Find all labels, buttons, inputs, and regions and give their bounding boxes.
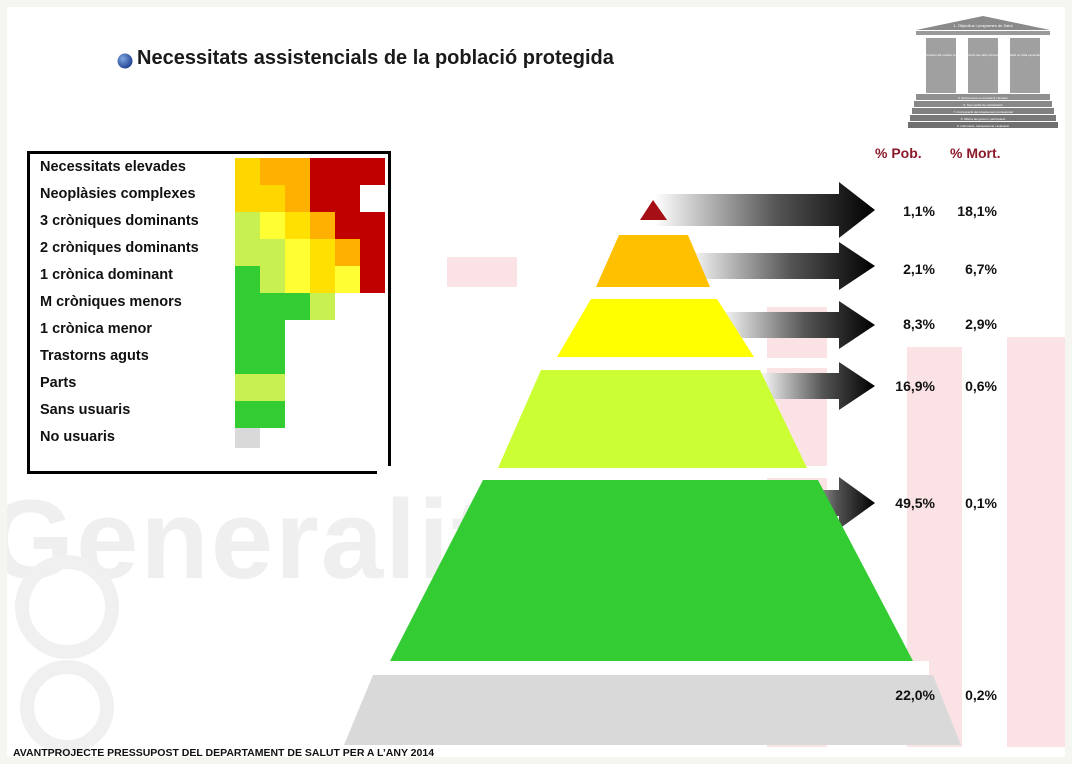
legend-grid-cell <box>235 293 260 320</box>
pob-value: 1,1% <box>903 203 935 219</box>
legend-grid-cell <box>235 428 260 448</box>
legend-grid-cell <box>310 158 335 185</box>
legend-grid-cell <box>235 374 260 401</box>
mort-value: 6,7% <box>965 261 997 277</box>
pillar-step-2: 6. Nou model de contractació <box>963 103 1002 107</box>
mort-value: 0,6% <box>965 378 997 394</box>
legend-grid-cell <box>235 158 260 185</box>
legend-grid-cell <box>310 293 335 320</box>
legend-label: No usuaris <box>40 429 115 445</box>
pyramid-tier-6 <box>344 675 961 745</box>
pillar-step-5: 9. Informació, transparència i avaluació <box>957 124 1010 128</box>
pyramid-tier-1 <box>640 200 667 220</box>
legend-box: Necessitats elevades Neoplàsies complexe… <box>27 151 391 474</box>
legend-grid-cell <box>360 158 385 185</box>
legend-grid-cell <box>285 239 310 266</box>
mort-value: 0,2% <box>965 687 997 703</box>
legend-grid-cell <box>260 158 285 185</box>
pillar-label-2: 3. Resolució des dels primers nivells <box>959 53 1008 57</box>
legend-grid-cell <box>260 266 285 293</box>
legend-grid-cell <box>285 185 310 212</box>
pillar-step-1: 5. Enfocament en el pacient i families <box>958 96 1008 100</box>
legend-grid-cell <box>335 185 360 212</box>
col-header-pob: % Pob. <box>875 145 922 161</box>
arrow-tier-2 <box>687 242 875 290</box>
legend-grid-cell <box>310 239 335 266</box>
legend-grid-cell <box>335 158 360 185</box>
globe-bullet-icon <box>117 53 133 69</box>
pob-value: 2,1% <box>903 261 935 277</box>
pillars-diagram-icon: 1. Objectius i programes de Salut 2. Ori… <box>904 12 1062 130</box>
slide: Generalitat Necessitats assistencials de… <box>7 7 1065 757</box>
pyramid-diagram <box>344 182 961 745</box>
legend-label: M cròniques menors <box>40 294 182 310</box>
col-header-mort: % Mort. <box>950 145 1001 161</box>
legend-grid-cell <box>260 401 285 428</box>
pob-value: 16,9% <box>895 378 935 394</box>
legend-grid-cell <box>260 185 285 212</box>
legend-grid-cell <box>260 293 285 320</box>
pillar-label-1: 2. Orientació als models crònics <box>920 53 963 57</box>
legend-label: Trastorns aguts <box>40 348 149 364</box>
legend-grid-cell <box>260 239 285 266</box>
legend-label: 3 cròniques dominants <box>40 213 199 229</box>
arrow-tier-3 <box>719 301 875 349</box>
legend-grid-cell <box>335 239 360 266</box>
pob-value: 49,5% <box>895 495 935 511</box>
legend-grid-cell <box>335 266 360 293</box>
mort-value: 0,1% <box>965 495 997 511</box>
pyramid-tier-5 <box>390 480 913 661</box>
pyramid-tier-2 <box>596 235 710 287</box>
legend-grid-cell <box>235 347 260 374</box>
legend-grid-cell <box>260 320 285 347</box>
legend-grid-cell <box>310 212 335 239</box>
legend-grid-cell <box>260 212 285 239</box>
legend-grid-cell <box>285 158 310 185</box>
arrow-tier-4 <box>759 362 875 410</box>
pyramid-tier-4 <box>498 370 807 468</box>
slide-title: Necessitats assistencials de la població… <box>137 47 614 69</box>
legend-grid-cell <box>235 239 260 266</box>
legend-grid-cell <box>285 293 310 320</box>
legend-label: 1 crònica dominant <box>40 267 173 283</box>
legend-grid-cell <box>235 212 260 239</box>
legend-grid-cell <box>310 185 335 212</box>
mort-value: 2,9% <box>965 316 997 332</box>
legend-grid-cell <box>335 212 360 239</box>
legend-label: Sans usuaris <box>40 402 131 418</box>
pob-value: 8,3% <box>903 316 935 332</box>
legend-label: 1 crònica menor <box>40 321 153 337</box>
legend-grid-cell <box>285 266 310 293</box>
pillar-label-3: 4. Qualitat en l'alta especialització <box>1002 53 1047 57</box>
legend-grid-cell <box>360 239 385 266</box>
legend-grid-cell <box>235 185 260 212</box>
pillar-step-3: 7. Incorporació del coneixement professi… <box>953 110 1013 114</box>
legend-grid-cell <box>235 401 260 428</box>
legend-label: Necessitats elevades <box>40 159 186 175</box>
legend-grid-cell <box>360 266 385 293</box>
legend-label: 2 cròniques dominants <box>40 240 199 256</box>
legend-grid-cell <box>285 212 310 239</box>
legend-label: Parts <box>40 375 77 391</box>
legend-grid-cell <box>260 374 285 401</box>
legend-grid-cell <box>360 212 385 239</box>
mort-value: 18,1% <box>957 203 997 219</box>
pillars-roof-label: 1. Objectius i programes de Salut <box>953 23 1013 28</box>
legend-grid-cell <box>235 266 260 293</box>
legend-grid-cell <box>260 347 285 374</box>
legend-grid-cell <box>310 266 335 293</box>
pob-value: 22,0% <box>895 687 935 703</box>
legend-label: Neoplàsies complexes <box>40 186 196 202</box>
legend-grid-cell <box>235 320 260 347</box>
pillar-step-4: 8. Millora del govern i participació <box>961 117 1006 121</box>
arrow-tier-1 <box>655 182 875 238</box>
pyramid-tier-3 <box>557 299 754 357</box>
footer-text: AVANTPROJECTE PRESSUPOST DEL DEPARTAMENT… <box>13 747 435 757</box>
